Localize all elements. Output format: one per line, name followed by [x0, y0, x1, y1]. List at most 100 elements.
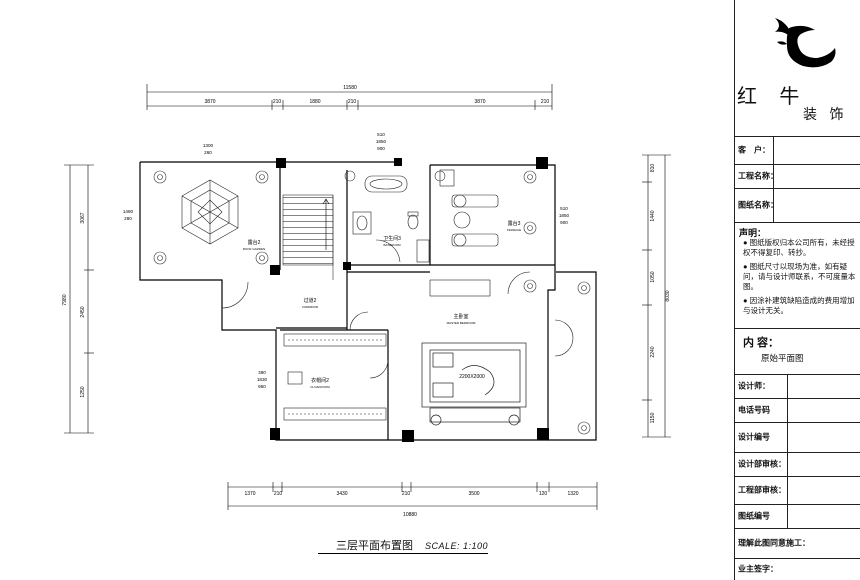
field-design-review: 设计部审核： [735, 452, 860, 477]
window-label-2b: 1850 [376, 139, 387, 144]
plant-icons [153, 170, 591, 435]
field-phone-label: 电话号码 [738, 405, 770, 415]
field-design-number: 设计编号 [735, 422, 860, 453]
dim-bottom-1: 1370 [244, 491, 255, 497]
window-label-4a: 510 [560, 206, 568, 211]
window-label-1a: 1300 [203, 143, 214, 148]
bed-size-label: 2200X2000 [459, 374, 485, 380]
dim-bottom-3: 3430 [336, 491, 347, 497]
bull-logo-icon [775, 18, 836, 68]
field-engineering-review: 工程部审核： [735, 476, 860, 505]
cloakroom-wardrobe [283, 333, 389, 421]
field-owner-signature-label: 业主签字： [738, 564, 778, 574]
field-phone-value[interactable] [787, 398, 860, 422]
company-name-2: 装 饰 [803, 107, 848, 123]
field-client-label: 客 户： [738, 145, 770, 155]
field-project-name-label: 工程名称： [738, 171, 778, 181]
field-drawing-number: 图纸编号 [735, 504, 860, 529]
dim-bottom-total: 10880 [403, 512, 417, 518]
drawing-caption: 三层平面布置图 SCALE: 1:100 [336, 537, 488, 553]
field-designer-value[interactable] [787, 374, 860, 398]
dim-right-3: 1050 [650, 271, 656, 282]
field-project-name-value[interactable] [773, 164, 860, 188]
dim-bottom-6: 120 [539, 491, 548, 497]
field-drawing-name: 图纸名称： [735, 188, 860, 223]
gazebo-symbol [181, 179, 239, 245]
field-design-review-label: 设计部审核： [738, 459, 786, 469]
dim-bottom-4: 210 [402, 491, 411, 497]
field-design-number-value[interactable] [787, 422, 860, 452]
field-phone: 电话号码 [735, 398, 860, 423]
left-dimension [64, 164, 94, 434]
dim-top-3: 1880 [309, 99, 320, 105]
bedroom-doors [221, 271, 574, 357]
content-title: 内 容： [743, 337, 780, 349]
room-bathroom: 卫生间3 [383, 235, 401, 242]
bathroom-fixtures [352, 175, 430, 263]
window-label-5a: 390 [258, 370, 266, 375]
field-client-value[interactable] [773, 136, 860, 164]
field-drawing-number-label: 图纸编号 [738, 511, 770, 521]
bottom-dimension [227, 482, 598, 510]
window-label-2c: 900 [377, 146, 385, 151]
content-block: 内 容： 原始平面图 [735, 328, 860, 375]
content-value: 原始平面图 [761, 353, 804, 363]
window-label-4b: 1850 [559, 213, 570, 218]
window-label-3b: 280 [124, 216, 132, 221]
room-master-bedroom: 主卧室 [453, 313, 468, 320]
window-label-5c: 950 [258, 384, 266, 389]
terrace-loungers [439, 169, 499, 247]
top-dimension [146, 84, 553, 110]
window-label-1b: 260 [204, 150, 212, 155]
company-name-1: 红 牛 [737, 84, 808, 108]
dim-left-3: 1250 [80, 386, 86, 397]
dim-top-2: 210 [273, 99, 282, 105]
dim-top-total: 11580 [343, 85, 357, 91]
field-drawing-name-label: 图纸名称： [738, 200, 778, 210]
declaration-block: 声明： ● 图纸版权归本公司所有，未经授权不得复印、转抄。 ● 图纸尺寸以现场为… [735, 222, 860, 329]
field-designer: 设计师： [735, 374, 860, 399]
field-engineering-review-label: 工程部审核： [738, 485, 786, 495]
dim-top-1: 3870 [204, 99, 215, 105]
dim-right-4: 2240 [650, 346, 656, 357]
dim-right-1: 810 [650, 164, 656, 173]
field-engineering-review-value[interactable] [787, 476, 860, 504]
window-label-5b: 1830 [257, 377, 268, 382]
title-block: 红 牛 装 饰 客 户： 工程名称： 图纸名称： 声明： ● 图纸版权归本公司所… [734, 0, 860, 580]
dim-left-total: 7980 [62, 294, 68, 305]
declaration-item-1: ● 图纸版权归本公司所有，未经授权不得复印、转抄。 [743, 238, 855, 257]
field-drawing-name-value[interactable] [773, 188, 860, 222]
room-cloakroom: 衣帽间2 [311, 377, 329, 384]
dim-left-2: 2450 [80, 306, 86, 317]
drawing-title: 三层平面布置图 [336, 540, 413, 552]
field-project-name: 工程名称： [735, 164, 860, 189]
dim-bottom-7: 1320 [567, 491, 578, 497]
room-terrace: 露台3 [508, 220, 521, 227]
dim-top-4: 210 [348, 99, 357, 105]
drawing-scale: SCALE: 1:100 [425, 541, 489, 551]
room-master-bedroom-sub: MASTER BEDROOM [447, 321, 476, 325]
field-client: 客 户： [735, 136, 860, 165]
structural-columns [270, 157, 549, 442]
window-label-4c: 900 [560, 220, 568, 225]
caption-underline [318, 553, 488, 554]
field-construction-agreement-label: 理解此图同意施工： [738, 538, 810, 548]
field-drawing-number-value[interactable] [787, 504, 860, 528]
room-roof-garden: 露台2 [248, 239, 261, 246]
dim-right-total: 8030 [665, 290, 671, 301]
bed-symbol [421, 342, 527, 426]
dim-bottom-5: 3500 [468, 491, 479, 497]
right-dimension [642, 154, 671, 438]
room-cloakroom-sub: CLOAKROOM [310, 385, 330, 389]
declaration-item-2: ● 图纸尺寸以现场为准，如有疑问，请与设计师联系，不可度量本图。 [743, 262, 856, 291]
floor-plan-drawing: 11580 3870 210 1880 210 3870 210 10880 1… [62, 84, 671, 518]
company-logo-block: 红 牛 装 饰 [735, 0, 860, 137]
building-walls [139, 161, 597, 441]
field-owner-signature: 业主签字： [735, 558, 860, 580]
window-label-2a: 510 [377, 132, 385, 137]
dim-bottom-2: 210 [274, 491, 283, 497]
field-design-review-value[interactable] [787, 452, 860, 476]
declaration-title: 声明： [739, 228, 767, 238]
declaration-item-3: ● 因涂补建筑缺陷造成的费用增加与设计无关。 [743, 296, 855, 315]
room-bathroom-sub: BATHROOM [383, 243, 401, 247]
